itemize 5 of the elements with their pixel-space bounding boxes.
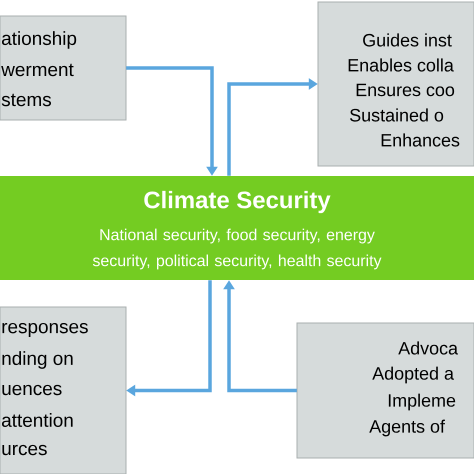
text-box: Advoca Adopted a Impleme Agents of: [296, 322, 474, 458]
text-box: responses nding on uences attention urces: [0, 306, 126, 474]
title-band: Climate Security National security, food security, energy security, political security, health security: [0, 176, 474, 280]
text-box: ationship werment stems: [0, 16, 126, 120]
text-box: Guides inst Enables colla Ensures coo Sustained o Enhances: [318, 2, 474, 166]
